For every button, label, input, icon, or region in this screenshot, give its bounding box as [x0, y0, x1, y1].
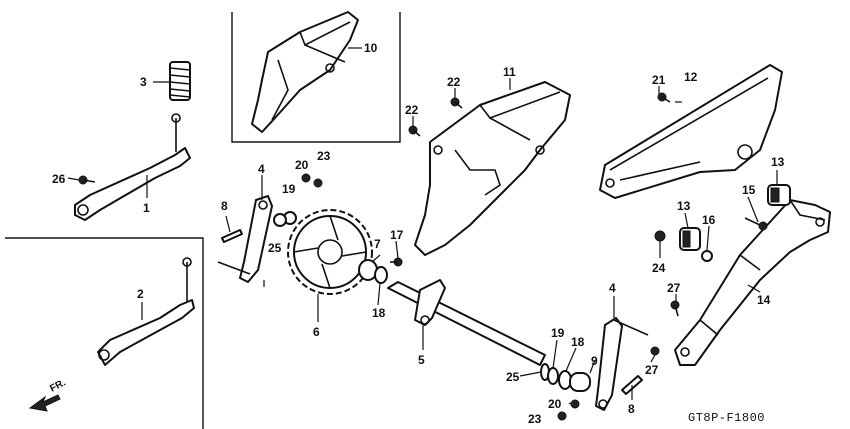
- callout-6: 6: [313, 325, 320, 339]
- part-3-spring: [169, 61, 191, 101]
- part-22-bolt-a: [450, 97, 463, 109]
- diagram-code: GT8P-F1800: [688, 411, 765, 425]
- callout-13-left: 13: [677, 199, 691, 213]
- part-10-cover: [251, 11, 359, 133]
- direction-label: FR.: [48, 377, 68, 394]
- callout-9: 9: [591, 354, 598, 368]
- callout-8-right: 8: [628, 402, 635, 416]
- part-2-pedal-arm: [97, 257, 195, 366]
- callout-12: 12: [684, 70, 698, 84]
- callout-20-right: 20: [548, 397, 562, 411]
- inset-frame-top: [231, 12, 401, 143]
- callout-25-left: 25: [268, 241, 282, 255]
- part-13-rubber-lower: [679, 227, 701, 251]
- part-18-bush-left: [374, 266, 388, 284]
- part-17-bolt: [390, 257, 403, 267]
- part-22-bolt-b: [408, 125, 421, 137]
- part-5-spindle: [387, 279, 546, 366]
- callout-7: 7: [374, 237, 381, 251]
- callout-11: 11: [503, 65, 516, 79]
- callout-14: 14: [757, 293, 771, 307]
- callout-15: 15: [742, 183, 756, 197]
- callout-23-left: 23: [317, 149, 331, 163]
- part-9-collar: [569, 372, 591, 392]
- part-20-washer-left: [301, 173, 311, 183]
- callout-3: 3: [140, 75, 147, 89]
- part-6-sprocket: [287, 209, 373, 295]
- callout-21: 21: [652, 73, 666, 87]
- callout-4-right: 4: [609, 281, 616, 295]
- part-4-crank-arm-left: [217, 195, 273, 283]
- callout-20-left: 20: [295, 158, 309, 172]
- part-19-washer-right: [547, 367, 559, 385]
- part-20-washer-right: [570, 399, 580, 409]
- part-26-bolt: [78, 175, 96, 185]
- part-1-pedal-arm: [74, 113, 191, 221]
- part-25-washer-left: [273, 213, 287, 227]
- part-13-rubber-upper: [767, 184, 791, 206]
- callout-10: 10: [364, 41, 378, 55]
- callout-5: 5: [418, 353, 425, 367]
- callout-22-a: 22: [447, 75, 461, 89]
- part-23-nut-left: [313, 178, 323, 188]
- part-12-chain-guard: [599, 64, 783, 199]
- part-21-bolt: [657, 92, 671, 103]
- callout-4-left: 4: [258, 162, 265, 176]
- callout-2: 2: [137, 287, 144, 301]
- part-23-nut-right: [557, 411, 567, 421]
- part-4-crank-arm-right: [595, 317, 649, 411]
- front-direction-arrow: [28, 394, 61, 412]
- part-8-pin-left: [221, 229, 243, 243]
- callout-16: 16: [702, 213, 716, 227]
- callout-8-left: 8: [221, 199, 228, 213]
- callout-1: 1: [143, 201, 150, 215]
- callout-27-b: 27: [645, 363, 659, 377]
- leader-lines: [67, 47, 778, 405]
- part-11-chain-case: [414, 81, 571, 256]
- part-15-bolt: [744, 217, 768, 231]
- callout-18-right: 18: [571, 335, 585, 349]
- callout-18-left: 18: [372, 306, 386, 320]
- callout-19-left: 19: [282, 182, 296, 196]
- callout-24: 24: [652, 261, 666, 275]
- part-27-bolt-b: [650, 346, 660, 356]
- callout-26: 26: [52, 172, 66, 186]
- callout-22-b: 22: [405, 103, 419, 117]
- callout-27-a: 27: [667, 281, 681, 295]
- callout-25-right: 25: [506, 370, 520, 384]
- callout-23-right: 23: [528, 412, 542, 426]
- part-14-bracket: [674, 199, 831, 366]
- callout-13-right: 13: [771, 155, 785, 169]
- part-27-bolt-a: [670, 300, 680, 317]
- part-24-nut: [654, 230, 666, 242]
- callout-19-right: 19: [551, 326, 565, 340]
- callout-17: 17: [390, 228, 404, 242]
- part-16-washer: [701, 250, 713, 262]
- inset-frame-left: [5, 237, 204, 429]
